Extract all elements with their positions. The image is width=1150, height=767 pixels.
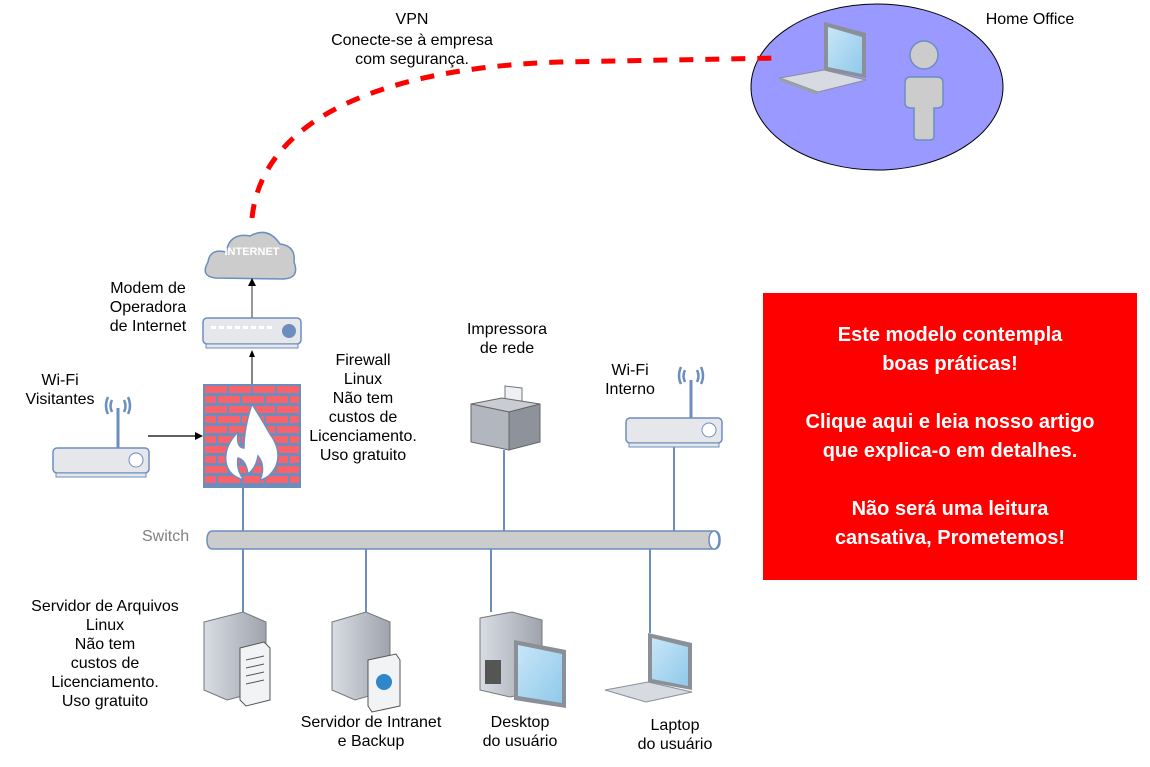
- firewall-brick: [229, 426, 251, 433]
- laptop-label: Laptop do usuário: [637, 717, 713, 753]
- firewall-brick: [205, 456, 216, 463]
- file-server-icon: [203, 611, 271, 707]
- firewall-brick: [205, 396, 216, 403]
- firewall-brick: [205, 426, 227, 433]
- home-office-zone: [750, 3, 1004, 171]
- firewall-brick: [277, 466, 299, 473]
- wifi-guest-to-firewall-arrow: [148, 432, 203, 440]
- firewall-brick: [290, 396, 299, 403]
- firewall-label: Firewall Linux Não tem custos de Licenci…: [309, 352, 417, 464]
- vpn-title: VPN: [395, 11, 429, 28]
- desktop-label: Desktop do usuário: [482, 714, 558, 750]
- firewall-brick: [229, 466, 251, 473]
- firewall-brick: [218, 436, 240, 443]
- firewall-brick: [290, 436, 299, 443]
- firewall-brick: [218, 416, 240, 423]
- internet-cloud-icon: [204, 231, 297, 280]
- user-laptop-icon: [604, 633, 693, 703]
- modem-label: Modem de Operadora de Internet: [109, 280, 187, 335]
- firewall-brick: [205, 436, 216, 443]
- desktop-icon: [479, 611, 566, 708]
- user-icon: [904, 40, 944, 141]
- cta-line-read-article: Clique aqui e leia nosso artigo que expl…: [805, 410, 1095, 462]
- firewall-brick: [266, 416, 288, 423]
- firewall-brick: [218, 476, 240, 483]
- network-links: [242, 447, 675, 633]
- firewall-icon: [203, 384, 301, 488]
- article-cta-button[interactable]: Este modelo contempla boas práticas! Cli…: [763, 293, 1137, 580]
- wifi-router-guest-icon: [52, 396, 150, 478]
- intranet-server-label: Servidor de Intranet e Backup: [300, 714, 442, 750]
- vpn-subtitle: Conecte-se à empresa com segurança.: [331, 32, 493, 68]
- firewall-brick: [266, 396, 288, 403]
- firewall-brick: [266, 476, 288, 483]
- firewall-to-modem-arrow: [249, 350, 255, 384]
- firewall-brick: [229, 386, 251, 393]
- vpn-connection-line: [249, 55, 781, 219]
- firewall-brick: [205, 416, 216, 423]
- printer-icon: [470, 385, 541, 451]
- firewall-brick: [205, 476, 216, 483]
- firewall-brick: [266, 436, 288, 443]
- firewall-brick: [253, 386, 275, 393]
- firewall-brick: [205, 406, 227, 413]
- firewall-brick: [277, 426, 299, 433]
- printer-label: Impressora de rede: [466, 321, 548, 357]
- firewall-brick: [253, 406, 275, 413]
- firewall-brick: [290, 416, 299, 423]
- intranet-server-icon: [331, 611, 401, 713]
- firewall-brick: [205, 446, 227, 453]
- modem-icon: [202, 317, 302, 349]
- switch-bus: [206, 530, 721, 550]
- firewall-brick: [277, 406, 299, 413]
- firewall-brick: [205, 466, 227, 473]
- firewall-brick: [242, 396, 264, 403]
- firewall-brick: [277, 446, 299, 453]
- firewall-brick: [290, 456, 299, 463]
- firewall-brick: [229, 406, 251, 413]
- firewall-brick: [277, 386, 299, 393]
- laptop-icon: [778, 22, 867, 95]
- firewall-brick: [218, 396, 240, 403]
- firewall-brick: [242, 476, 264, 483]
- firewall-brick: [290, 476, 299, 483]
- wifi-internal-label: Wi-Fi Interno: [605, 362, 655, 398]
- file-server-label: Servidor de Arquivos Linux Não tem custo…: [31, 598, 179, 710]
- modem-to-internet-arrow: [248, 278, 256, 318]
- home-office-label: Home Office: [985, 11, 1075, 28]
- switch-label: Switch: [142, 528, 190, 545]
- firewall-brick: [205, 386, 227, 393]
- wifi-router-internal-icon: [625, 366, 723, 448]
- internet-cloud-text: INTERNET: [224, 246, 280, 258]
- cta-line-good-practices: Este modelo contempla boas práticas!: [837, 323, 1063, 375]
- cta-line-promise: Não será uma leitura cansativa, Prometem…: [834, 497, 1066, 549]
- wifi-guest-label: Wi-Fi Visitantes: [25, 372, 95, 408]
